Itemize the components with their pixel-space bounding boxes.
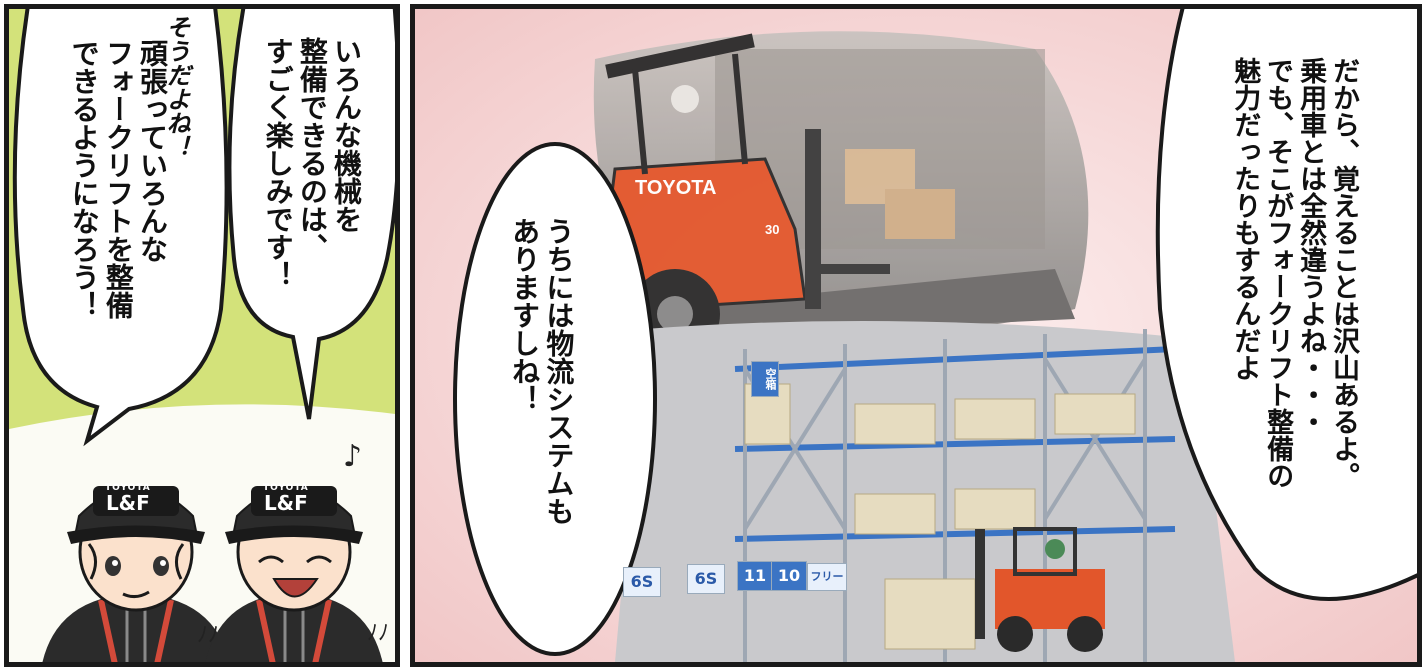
character-right <box>205 486 383 662</box>
warehouse-rack-scene <box>615 321 1235 662</box>
music-note-icon: ♪ <box>343 439 363 474</box>
character-left <box>42 486 230 662</box>
forklift-scene: TOYOTA 30 <box>593 31 1089 359</box>
speech-bubble-right <box>1155 9 1417 601</box>
panel-right: TOYOTA 30 <box>410 4 1422 667</box>
rack-sign-1: 6S <box>623 567 661 597</box>
panel-left-art <box>9 9 395 662</box>
motion-mark-left: ﾉﾉ <box>197 623 220 648</box>
panel-left: 頑張っていろんな フォークリフトを整備 できるようになろう！ そうだよね！ いろ… <box>4 4 400 667</box>
bubble-text-right: だから、覚えることは沢山あるよ。 乗用車とは全然違うよね・・・ でも、そこがフォ… <box>1229 57 1359 489</box>
rack-sign-4: 10 <box>771 561 807 591</box>
bubble-text-center: うちには物流システムも ありますしね！ <box>508 217 576 525</box>
rack-sign-3: 11 <box>737 561 773 591</box>
rack-sign-5: フリー <box>807 563 847 591</box>
exclaim-text: そうだよね！ <box>162 15 190 159</box>
rack-sign-2: 6S <box>687 564 725 594</box>
small-forklift <box>975 527 1105 652</box>
cap-logo-left: TOYOTA L&F <box>105 483 151 515</box>
forklift-brand-text: TOYOTA <box>635 177 716 199</box>
speech-bubble-left <box>12 9 229 447</box>
rack-top-sign: 空箱 <box>751 361 779 397</box>
motion-mark-right: ﾉﾉ <box>367 621 390 646</box>
bubble-text-left: 頑張っていろんな フォークリフトを整備 できるようになろう！ <box>67 39 169 319</box>
speech-bubble-right <box>227 9 395 420</box>
speech-bubble-center <box>453 142 657 656</box>
forklift-model-text: 30 <box>765 222 779 237</box>
cap-logo-right: TOYOTA L&F <box>263 483 309 515</box>
bubble-text-right: いろんな機械を 整備できるのは、 すごく楽しみです！ <box>261 37 363 289</box>
